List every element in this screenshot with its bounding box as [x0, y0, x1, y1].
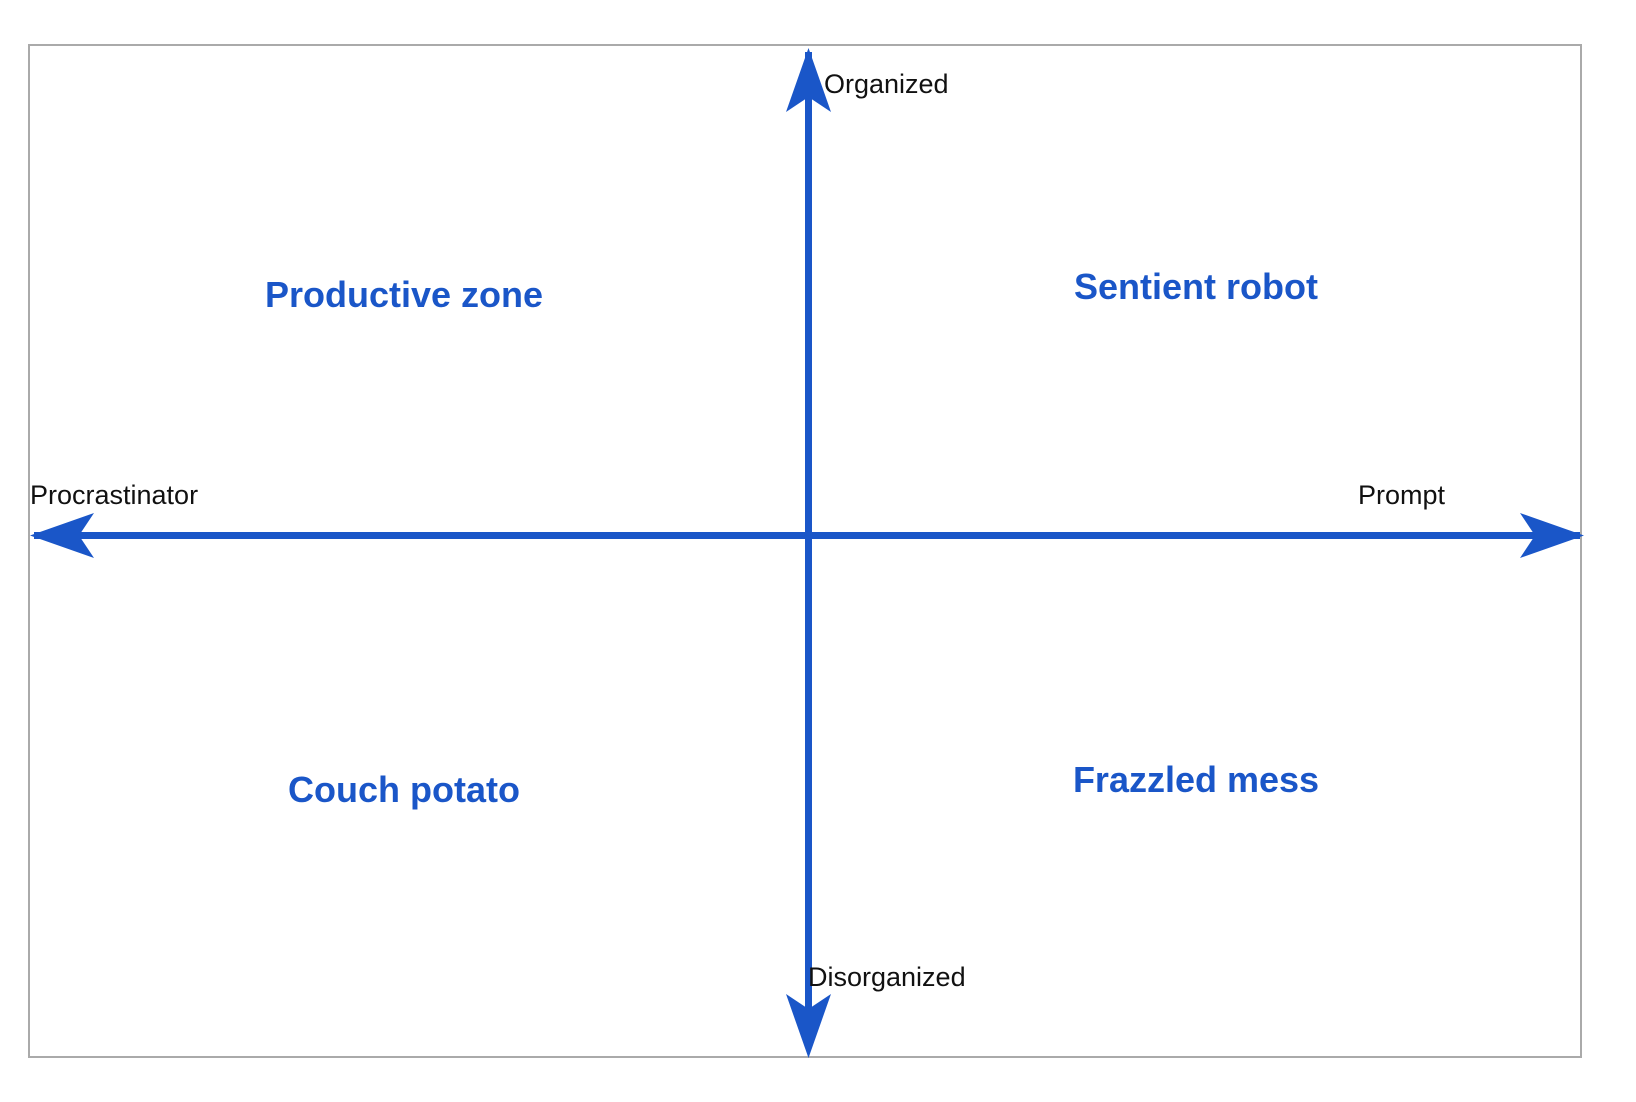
quadrant-label-top-right: Sentient robot: [1074, 266, 1318, 307]
quadrant-label-top-left: Productive zone: [264, 274, 544, 315]
axis-label-prompt: Prompt: [1358, 480, 1446, 510]
diagram-frame: [28, 44, 1582, 1058]
quadrant-label-bottom-right: Frazzled mess: [1072, 759, 1320, 800]
axis-label-disorganized: Disorganized: [808, 962, 966, 992]
quadrant-label-bottom-left: Couch potato: [288, 769, 520, 810]
axis-label-procrastinator: Procrastinator: [30, 480, 199, 510]
axis-label-organized: Organized: [824, 69, 949, 99]
